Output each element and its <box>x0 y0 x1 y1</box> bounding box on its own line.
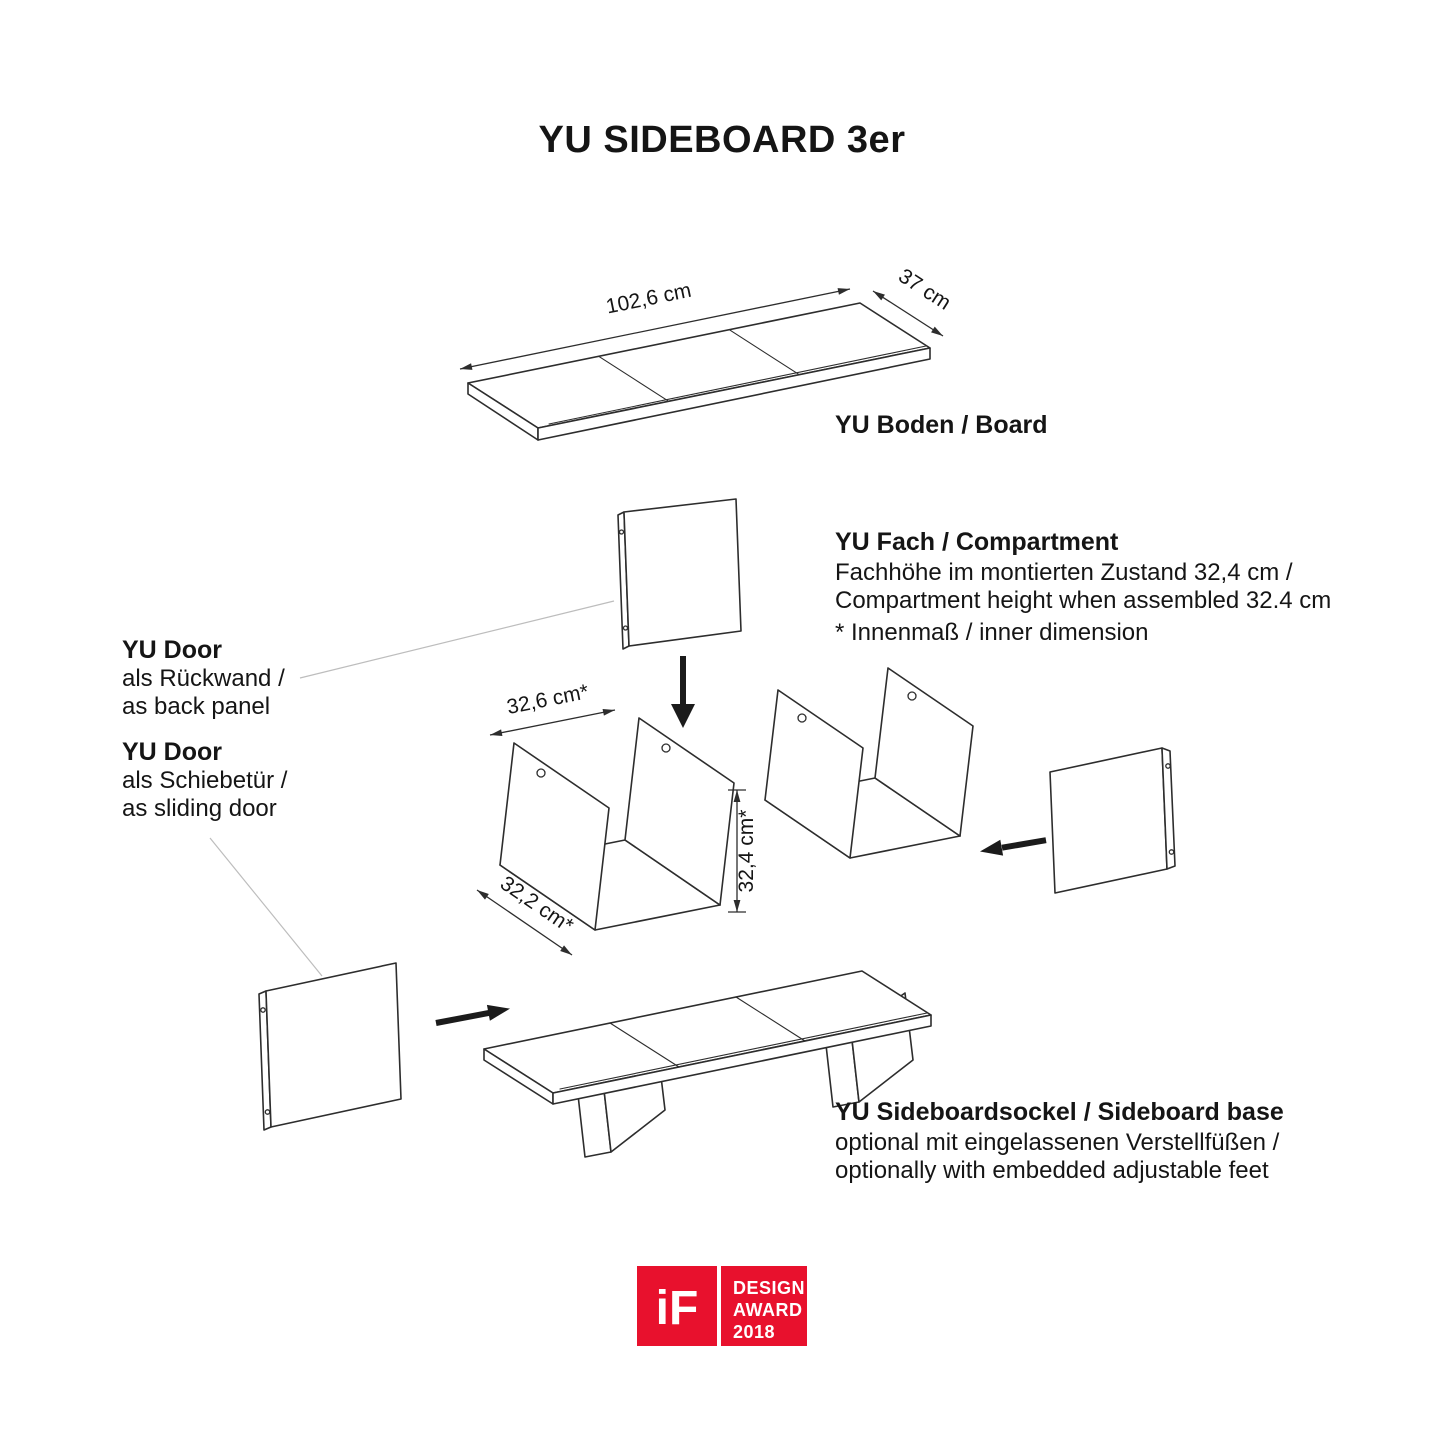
base-divider-1 <box>609 1022 680 1068</box>
dim-depth-label: 37 cm <box>894 264 955 314</box>
dim-width-label: 32,6 cm* <box>505 680 591 719</box>
if-logo-mark: iF <box>656 1282 699 1335</box>
door-left-drawing <box>258 962 402 1131</box>
compartment-heading: YU Fach / Compartment <box>835 528 1119 556</box>
assembly-arrow-right-icon <box>435 1004 510 1026</box>
compartment-label-block: YU Fach / Compartment Fachhöhe im montie… <box>835 528 1331 646</box>
compartment-desc-de: Fachhöhe im montierten Zustand 32,4 cm / <box>835 559 1293 586</box>
compartment-right-drawing <box>764 667 974 859</box>
door-edge <box>1161 747 1176 870</box>
fitting-hole <box>797 713 807 723</box>
dim-inner-depth-arrow <box>476 889 573 956</box>
fitting-hole <box>536 768 546 778</box>
door-right-drawing <box>1049 747 1176 894</box>
door-sliding-desc-de: als Schiebetür / <box>122 767 288 794</box>
compartment-left-wall <box>764 689 864 859</box>
door-face <box>265 962 402 1128</box>
fitting-hole <box>260 1007 266 1013</box>
door-sliding-label-block: YU Door als Schiebetür / as sliding door <box>122 738 288 822</box>
fitting-hole <box>1165 763 1171 769</box>
page-title: YU SIDEBOARD 3er <box>539 119 906 161</box>
if-logo-square <box>637 1266 717 1346</box>
fitting-hole <box>1168 849 1175 855</box>
leader-line-back-panel <box>299 600 615 679</box>
compartment-desc-en: Compartment height when assembled 32.4 c… <box>835 587 1331 614</box>
door-back-desc-en: as back panel <box>122 693 270 720</box>
base-drawing <box>483 970 932 1158</box>
door-back-desc-de: als Rückwand / <box>122 665 285 692</box>
dim-height-label: 32,4 cm* <box>735 810 758 893</box>
dim-depth-arrow <box>872 290 944 337</box>
board-edge-detail <box>548 345 927 425</box>
door-sliding-desc-en: as sliding door <box>122 795 277 822</box>
fitting-hole <box>264 1109 271 1115</box>
award-line-year: 2018 <box>733 1322 775 1342</box>
compartment-right-wall <box>624 717 735 906</box>
back-panel-drawing <box>617 498 742 650</box>
back-panel-face <box>623 498 742 647</box>
fitting-hole <box>618 529 625 535</box>
base-heading: YU Sideboardsockel / Sideboard base <box>835 1098 1284 1126</box>
if-design-award-logo: iF DESIGN AWARD 2018 <box>637 1266 807 1346</box>
compartment-right-wall <box>874 667 974 837</box>
assembly-arrow-left-icon <box>980 837 1047 856</box>
fitting-hole <box>907 691 917 701</box>
door-back-label-block: YU Door als Rückwand / as back panel <box>122 636 285 720</box>
base-edge-detail <box>559 1012 928 1090</box>
base-desc-de: optional mit eingelassenen Verstellfüßen… <box>835 1129 1280 1156</box>
fitting-hole <box>661 743 671 753</box>
award-text-square <box>721 1266 807 1346</box>
dim-length-label: 102,6 cm <box>604 279 693 319</box>
door-face <box>1049 747 1168 894</box>
assembly-arrow-down-icon <box>671 656 695 728</box>
award-line-award: AWARD <box>733 1300 803 1320</box>
dim-length-arrow <box>459 288 851 370</box>
compartment-note: * Innenmaß / inner dimension <box>835 619 1149 646</box>
door-sliding-heading: YU Door <box>122 738 222 766</box>
base-divider-2 <box>735 996 806 1042</box>
dim-width-arrow <box>489 709 616 736</box>
board-label: YU Boden / Board <box>835 411 1048 439</box>
door-back-heading: YU Door <box>122 636 222 664</box>
base-desc-en: optionally with embedded adjustable feet <box>835 1157 1269 1184</box>
compartment-left-drawing: 32,6 cm* 32,4 cm* 32,2 cm* <box>476 680 758 956</box>
leader-line-sliding-door <box>209 837 323 977</box>
award-line-design: DESIGN <box>733 1278 805 1298</box>
base-label-block: YU Sideboardsockel / Sideboard base opti… <box>835 1098 1284 1184</box>
fitting-hole <box>622 625 629 631</box>
